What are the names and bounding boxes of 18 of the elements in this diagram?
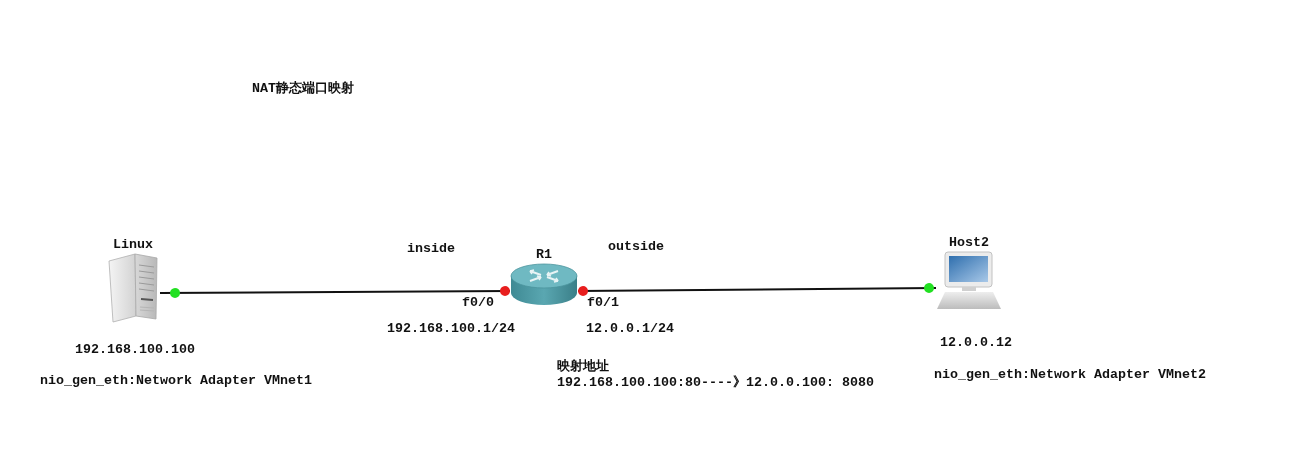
adapter-label: nio_gen_eth:Network Adapter VMnet2 (934, 367, 1206, 383)
diagram-title: NAT静态端口映射 (252, 81, 354, 97)
device-name: Host2 (949, 235, 989, 251)
ip-address-label: 192.168.100.1/24 (387, 321, 515, 337)
zone-label: outside (608, 239, 664, 255)
interface-label: f0/0 (462, 295, 494, 311)
device-name: R1 (536, 247, 552, 263)
mapping-note: 192.168.100.100:80----》12.0.0.100: 8080 (557, 375, 874, 391)
ip-address-label: 192.168.100.100 (75, 342, 195, 358)
ip-address-label: 12.0.0.12 (940, 335, 1012, 351)
zone-label: inside (407, 241, 455, 257)
interface-label: f0/1 (587, 295, 619, 311)
ip-address-label: 12.0.0.1/24 (586, 321, 674, 337)
network-link (159, 286, 511, 298)
device-name: Linux (113, 237, 153, 253)
network-link (577, 283, 937, 296)
adapter-label: nio_gen_eth:Network Adapter VMnet1 (40, 373, 312, 389)
note-heading: 映射地址 (557, 359, 609, 375)
